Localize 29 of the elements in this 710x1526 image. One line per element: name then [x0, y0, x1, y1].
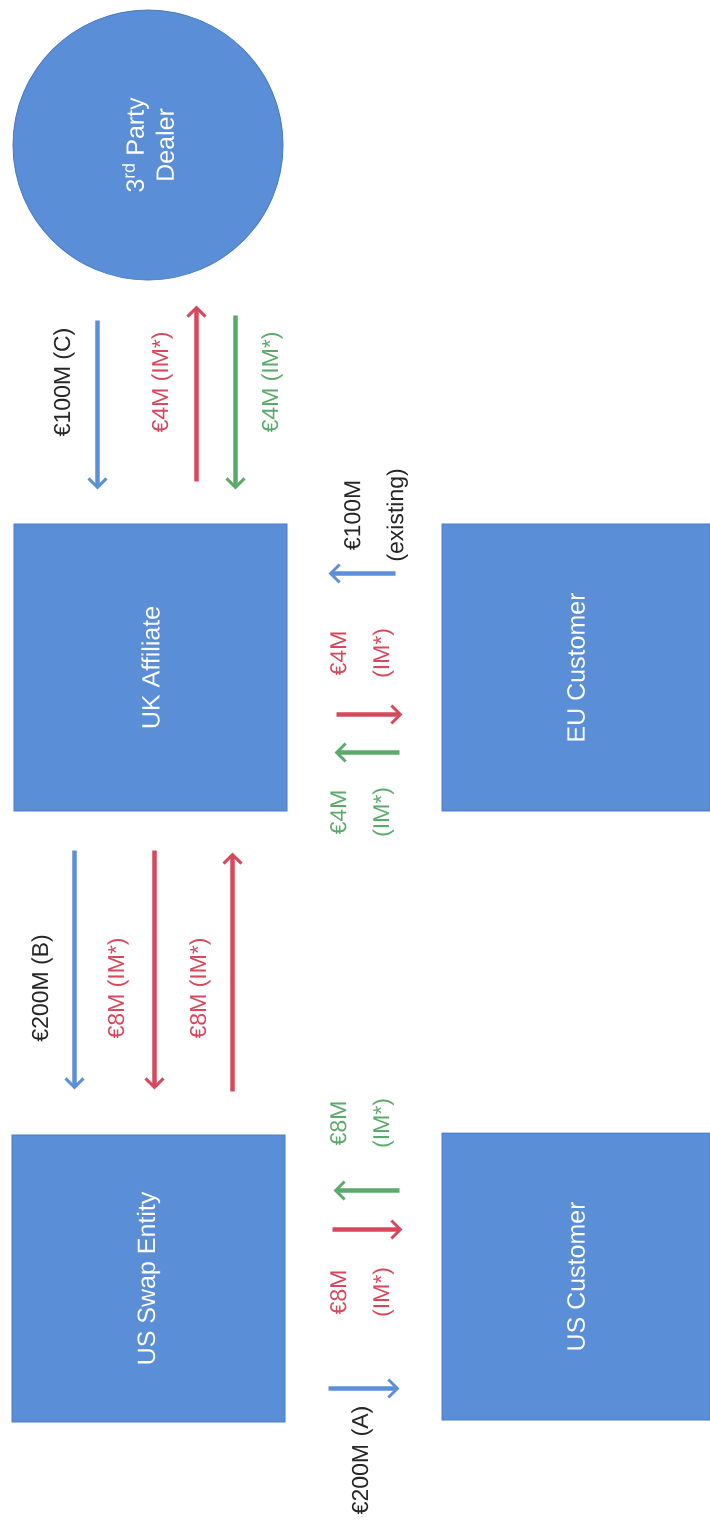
arrow	[333, 1180, 400, 1201]
edge-label: €8M (IM*)	[330, 1099, 394, 1147]
arrow	[328, 1378, 400, 1399]
arrow	[332, 1219, 403, 1240]
process-box: UK Affiliate	[13, 523, 288, 812]
edge-label: €8M (IM*)	[107, 938, 129, 1039]
arrow	[328, 563, 396, 584]
arrow	[225, 315, 246, 490]
edge-label: €100M (C)	[53, 329, 75, 437]
circle-node: 3$^{rd}$ Party Dealer	[12, 9, 284, 281]
edge-label: €4M (IM*)	[151, 332, 173, 433]
arrow	[64, 850, 85, 1090]
process-box: US Swap Entity	[11, 1134, 286, 1423]
arrow	[186, 305, 207, 482]
edge-label: €4M (IM*)	[330, 788, 394, 836]
edge-label: €200M (A)	[351, 1407, 373, 1515]
edge-label: €4M (IM*)	[261, 332, 283, 433]
edge-label: €8M (IM*)	[330, 1268, 394, 1316]
process-box: EU Customer	[441, 523, 710, 812]
process-box: US Customer	[441, 1132, 710, 1421]
arrow	[144, 850, 165, 1090]
edge-label: €8M (IM*)	[189, 938, 211, 1039]
arrow	[334, 742, 400, 763]
edge-label: €200M (B)	[31, 935, 53, 1042]
arrow	[336, 704, 403, 725]
arrow	[87, 320, 108, 490]
edge-label: €4M (IM*)	[330, 629, 394, 677]
arrow	[222, 852, 243, 1092]
edge-label: €100M (existing)	[344, 469, 408, 561]
